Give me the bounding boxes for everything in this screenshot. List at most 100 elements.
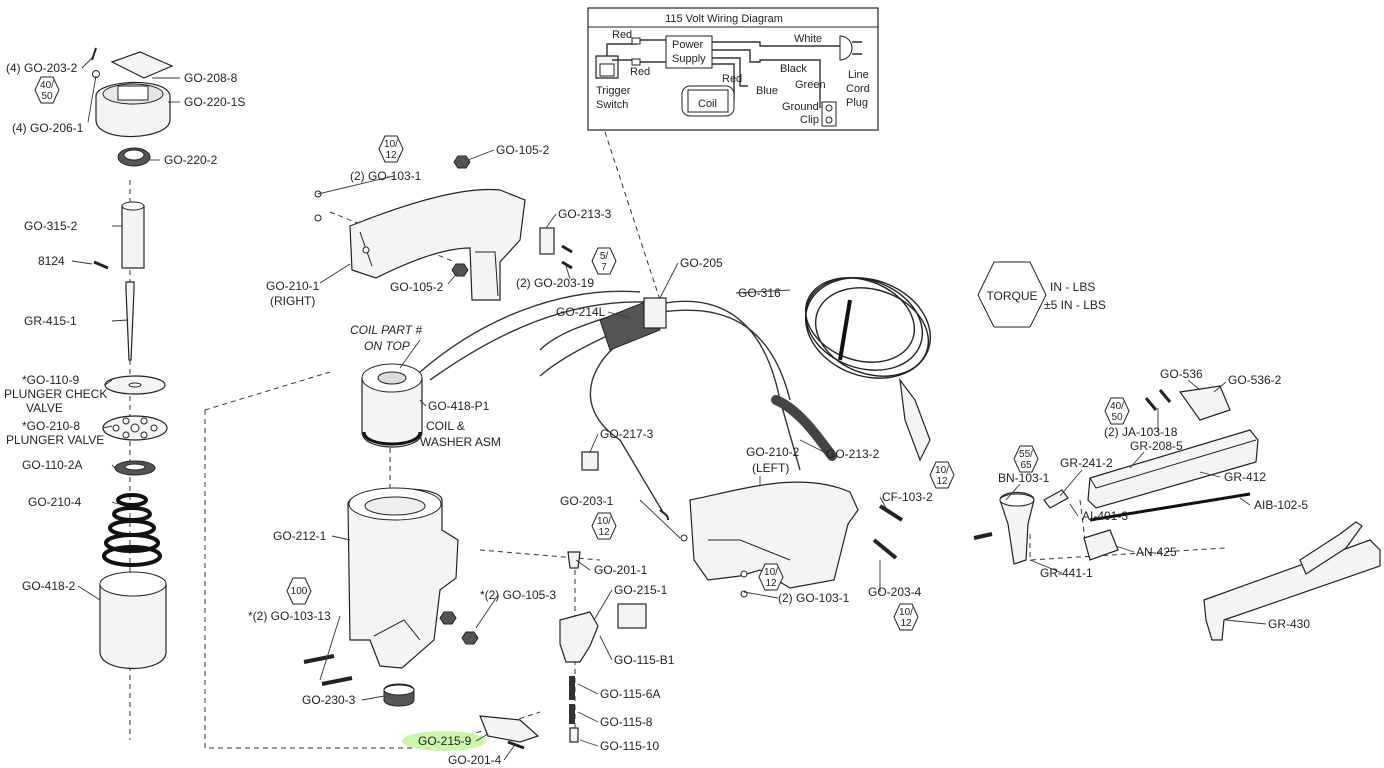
highlighted-part-label: GO-215-9 xyxy=(418,734,472,748)
part-label: GO-210-1 xyxy=(266,279,320,293)
part-label: GO-115-B1 xyxy=(614,653,675,667)
torque-value: 40/50 xyxy=(40,80,54,102)
part-label: GO-220-1S xyxy=(184,95,245,109)
wire-label: Black xyxy=(780,63,807,75)
torque-value: 10/12 xyxy=(597,516,611,538)
wire-label: Plug xyxy=(846,97,868,109)
part-label: WASHER ASM xyxy=(420,435,501,449)
part-label: GO-115-10 xyxy=(600,739,659,753)
wire-label: Red xyxy=(722,73,742,85)
part-label: GO-536 xyxy=(1160,367,1203,381)
torque-value: 10/12 xyxy=(384,139,398,161)
part-label: GR-415-1 xyxy=(24,314,77,328)
torque-tolerance: ±5 IN - LBS xyxy=(1044,298,1106,312)
part-label: GO-214L xyxy=(556,305,606,319)
part-label: GR-241-2 xyxy=(1060,456,1113,470)
left-handle xyxy=(581,451,904,598)
trigger-assembly xyxy=(479,551,647,750)
torque-value: 55/65 xyxy=(1019,449,1033,471)
leader-lines xyxy=(71,57,1267,761)
wire-label: White xyxy=(794,33,822,45)
torque-label: TORQUE xyxy=(986,289,1037,303)
part-label: GO-203-1 xyxy=(560,494,614,508)
torque-value: 100 xyxy=(291,586,308,597)
magazine-assembly xyxy=(973,385,1381,641)
part-label: (2) GO-103-1 xyxy=(350,169,422,183)
wire-label: Clip xyxy=(800,114,819,126)
torque-units: IN - LBS xyxy=(1050,280,1095,294)
torque-hex: 10/12 xyxy=(929,461,955,489)
wire-harness xyxy=(419,277,932,515)
coil-assembly xyxy=(361,363,423,448)
part-label: (RIGHT) xyxy=(270,294,315,308)
torque-hex: 10/12 xyxy=(893,603,919,631)
part-label: GO-215-1 xyxy=(614,583,668,597)
part-label: GO-208-8 xyxy=(184,71,238,85)
part-label: GO-201-1 xyxy=(594,563,648,577)
part-label: (2) JA-103-18 xyxy=(1104,425,1178,439)
wire-label: Switch xyxy=(596,99,628,111)
part-label: GO-105-2 xyxy=(496,143,550,157)
wiring-title: 115 Volt Wiring Diagram xyxy=(665,13,783,25)
part-label: GO-210-4 xyxy=(28,495,82,509)
torque-hex: 40/50 xyxy=(34,76,60,104)
part-label: GO-205 xyxy=(680,256,723,270)
torque-hex: 100 xyxy=(286,577,312,605)
torque-hex: 10/12 xyxy=(378,135,404,163)
cap-assembly xyxy=(91,47,174,167)
part-label: GO-315-2 xyxy=(24,219,78,233)
torque-hex: 55/65 xyxy=(1013,445,1039,473)
part-label: GO-217-3 xyxy=(600,427,654,441)
torque-value: 10/12 xyxy=(935,465,949,487)
wire-label: Blue xyxy=(756,85,778,97)
part-labels: (4) GO-203-2 GO-208-8 GO-220-1S (4) GO-2… xyxy=(4,61,1310,767)
wire-label: Supply xyxy=(672,53,706,65)
right-handle xyxy=(314,155,573,301)
part-label: (4) GO-203-2 xyxy=(6,61,78,75)
torque-legend: TORQUE IN - LBS ±5 IN - LBS xyxy=(977,261,1106,328)
assembly-lines xyxy=(129,131,1226,749)
wire-label: Green xyxy=(795,79,826,91)
torque-hex: 40/50 xyxy=(1104,397,1130,425)
part-label: COIL PART # xyxy=(350,323,422,337)
part-label: GO-418-2 xyxy=(22,579,76,593)
torque-value: 10/12 xyxy=(764,567,778,589)
part-label: AN-425 xyxy=(1136,545,1177,559)
part-label: COIL & xyxy=(426,419,465,433)
wire-label: Cord xyxy=(846,83,870,95)
part-label: *GO-110-9 xyxy=(22,373,79,387)
part-highlight xyxy=(402,731,486,751)
part-label: GO-230-3 xyxy=(302,693,356,707)
part-label: CF-103-2 xyxy=(882,490,933,504)
wire-label: Red xyxy=(630,66,650,78)
part-label: (4) GO-206-1 xyxy=(12,121,84,135)
part-label: GO-220-2 xyxy=(164,153,218,167)
part-label: GR-208-5 xyxy=(1130,439,1183,453)
wire-label: Line xyxy=(848,69,869,81)
torque-hex: 5/7 xyxy=(591,247,617,275)
part-label: AIB-102-5 xyxy=(1254,498,1308,512)
torque-value: 40/50 xyxy=(1110,401,1124,423)
part-label: (2) GO-203-19 xyxy=(516,276,594,290)
part-label: BN-103-1 xyxy=(998,471,1050,485)
part-label: GO-212-1 xyxy=(273,529,327,543)
part-label: GO-115-8 xyxy=(600,715,653,729)
part-label: GO-115-6A xyxy=(600,687,660,701)
part-label: GR-412 xyxy=(1224,470,1266,484)
part-label: GR-441-1 xyxy=(1040,566,1093,580)
part-label: (LEFT) xyxy=(752,461,789,475)
plunger-assembly xyxy=(93,201,168,669)
part-label: *(2) GO-103-13 xyxy=(248,609,331,623)
part-label: GO-203-4 xyxy=(868,585,922,599)
wire-label: Trigger xyxy=(596,85,631,97)
part-label: 8124 xyxy=(38,254,65,268)
part-label: *GO-210-8 xyxy=(22,419,80,433)
torque-hex: 10/12 xyxy=(758,563,784,591)
part-label: GO-201-4 xyxy=(448,753,502,767)
part-label: (2) GO-103-1 xyxy=(778,591,850,605)
part-label: GO-110-2A xyxy=(22,458,82,472)
part-label: GO-105-2 xyxy=(390,280,444,294)
housing xyxy=(303,487,479,707)
part-label: PLUNGER VALVE xyxy=(6,433,104,447)
